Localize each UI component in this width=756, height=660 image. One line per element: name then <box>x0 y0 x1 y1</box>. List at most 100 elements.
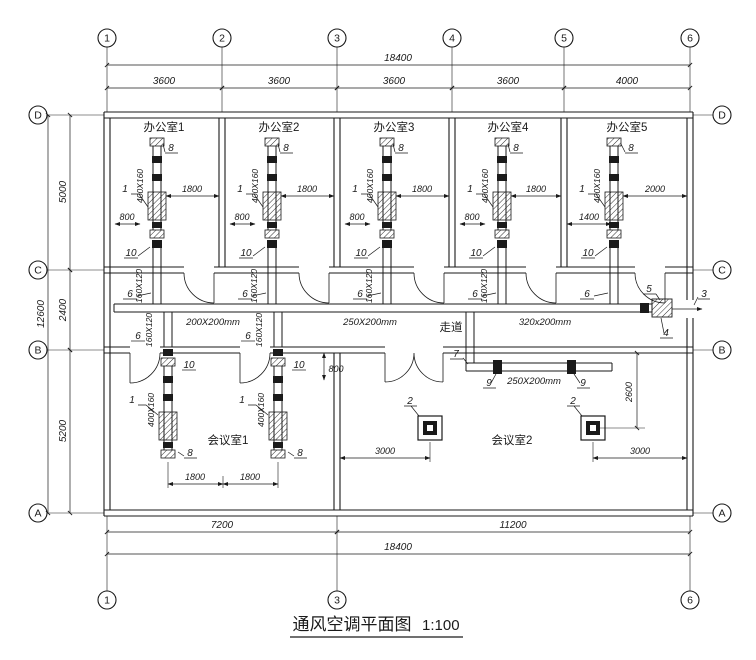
room-label-office-5: 办公室5 <box>607 120 648 134</box>
office-1: 办公室1 8 400X160 1 1800 800 10 160X120 6 <box>114 120 220 304</box>
dim-m2-right: 3000 <box>630 446 650 456</box>
grid-label: A <box>34 508 41 520</box>
room-label-office-2: 办公室2 <box>259 120 300 134</box>
grid-label: D <box>718 110 726 122</box>
dim-office-width: 1800 <box>182 184 202 194</box>
dim-m1-a: 1800 <box>185 472 205 482</box>
duct-run-label-3: 320x200mm <box>519 317 571 328</box>
dim-top-seg: 4000 <box>616 76 639 87</box>
duct-size-label: 400X160 <box>135 169 145 203</box>
dim-m1-offset: 800 <box>328 364 343 374</box>
duct-connector <box>609 240 619 248</box>
drawing-title: 通风空调平面图 <box>293 615 412 634</box>
tag-8: 8 <box>513 143 519 154</box>
duct-connector <box>163 349 173 356</box>
cassette-center <box>590 425 596 431</box>
grid-label: C <box>34 265 42 277</box>
door-meeting1-a <box>129 352 161 384</box>
tag-3: 3 <box>701 289 707 300</box>
tag-9: 9 <box>580 378 586 389</box>
tag-6: 6 <box>242 289 248 300</box>
building-walls <box>103 111 694 517</box>
dim-top-seg: 3600 <box>268 76 291 87</box>
grid-bubble-C-right <box>712 260 732 280</box>
branch-size-label: 160X120 <box>134 269 144 303</box>
duct-connector <box>273 349 283 356</box>
office-3: 办公室3 8 400X160 1 1800 800 10 160X120 6 <box>344 120 450 304</box>
dim-top-seg: 3600 <box>153 76 176 87</box>
tag-1: 1 <box>129 395 135 406</box>
drawing-scale: 1:100 <box>422 617 460 634</box>
tag-8: 8 <box>628 143 634 154</box>
duct-connector <box>497 240 507 248</box>
grid-bubble-A-right <box>712 503 732 523</box>
dimensions-left: 12600 5000 2400 5200 <box>36 112 73 516</box>
tag-8: 8 <box>168 143 174 154</box>
duct-damper <box>567 360 576 374</box>
dim-office-offset: 800 <box>464 212 479 222</box>
branch-duct <box>609 248 619 304</box>
branch-duct <box>152 248 162 304</box>
duct-run-label-1: 200X200mm <box>185 317 240 328</box>
grid-bubble-D-right <box>712 105 732 125</box>
meeting-room-1: 160X120 160X120 6 6 10 10 400X160 400X16… <box>129 312 344 488</box>
branch-size-label: 160X120 <box>364 269 374 303</box>
tag-7: 7 <box>453 349 459 360</box>
branch-duct <box>497 248 507 304</box>
dimensions-top: 18400 3600 3600 3600 3600 4000 <box>104 53 693 91</box>
grid-label: 1 <box>104 33 110 45</box>
duct-connector <box>382 240 392 248</box>
grid-bubble-6-top <box>680 28 700 48</box>
grid-bubble-2-top <box>212 28 232 48</box>
meeting-room-2: 7 9 9 250X200mm 2 2 会议室2 3000 3000 2600 <box>339 312 688 462</box>
dim-office-offset: 800 <box>234 212 249 222</box>
tag-2: 2 <box>569 396 576 407</box>
grid-label: D <box>34 110 42 122</box>
dim-m2-depth: 2600 <box>624 382 634 403</box>
door-office-1 <box>183 272 215 304</box>
tag-9: 9 <box>486 378 492 389</box>
tag-6: 6 <box>472 289 478 300</box>
duct-size-label: 400X160 <box>250 169 260 203</box>
room-label-meeting2: 会议室2 <box>492 433 533 447</box>
dim-left-seg: 5000 <box>58 180 69 203</box>
duct-damper <box>640 303 649 313</box>
tag-10: 10 <box>293 360 305 371</box>
duct-size-label: 400X160 <box>256 393 266 427</box>
tag-10: 10 <box>125 248 137 259</box>
duct-run-label-2: 250X200mm <box>342 317 397 328</box>
tag-1: 1 <box>122 184 128 195</box>
duct-size-label: 400X160 <box>146 393 156 427</box>
tag-6: 6 <box>135 331 141 342</box>
door-meeting1-b <box>239 352 271 384</box>
dim-left-seg: 2400 <box>58 298 69 322</box>
door-office-4 <box>525 272 557 304</box>
grid-bubble-B-right <box>712 340 732 360</box>
corridor-duct: 200X200mm 250X200mm 走道 320x200mm 5 3 4 <box>113 284 710 339</box>
dim-office-offset: 1400 <box>579 212 599 222</box>
duct-size-label: 400X160 <box>365 169 375 203</box>
grid-label: 6 <box>687 595 693 607</box>
supply-duct <box>465 312 613 372</box>
dim-office-width: 2000 <box>644 184 665 194</box>
tag-10: 10 <box>183 360 195 371</box>
room-label-corridor: 走道 <box>440 320 463 334</box>
dim-top-seg: 3600 <box>383 76 406 87</box>
tag-4: 4 <box>663 328 669 339</box>
tag-5: 5 <box>646 284 652 295</box>
dim-office-width: 1800 <box>526 184 546 194</box>
tag-8: 8 <box>283 143 289 154</box>
grid-label: B <box>718 345 725 357</box>
dim-top-total: 18400 <box>384 53 412 64</box>
tag-10: 10 <box>240 248 252 259</box>
office-5: 办公室5 8 400X160 1 2000 1400 10 6 <box>566 120 688 304</box>
grid-label: 4 <box>449 33 455 45</box>
grid-bubble-4-top <box>442 28 462 48</box>
dim-office-offset: 800 <box>349 212 364 222</box>
dim-left-seg: 5200 <box>58 419 69 442</box>
dim-left-total: 12600 <box>36 300 47 328</box>
grid-label: A <box>718 508 725 520</box>
grid-axes: 1 2 3 4 5 6 1 3 6 D C B A D C B A <box>28 28 732 610</box>
